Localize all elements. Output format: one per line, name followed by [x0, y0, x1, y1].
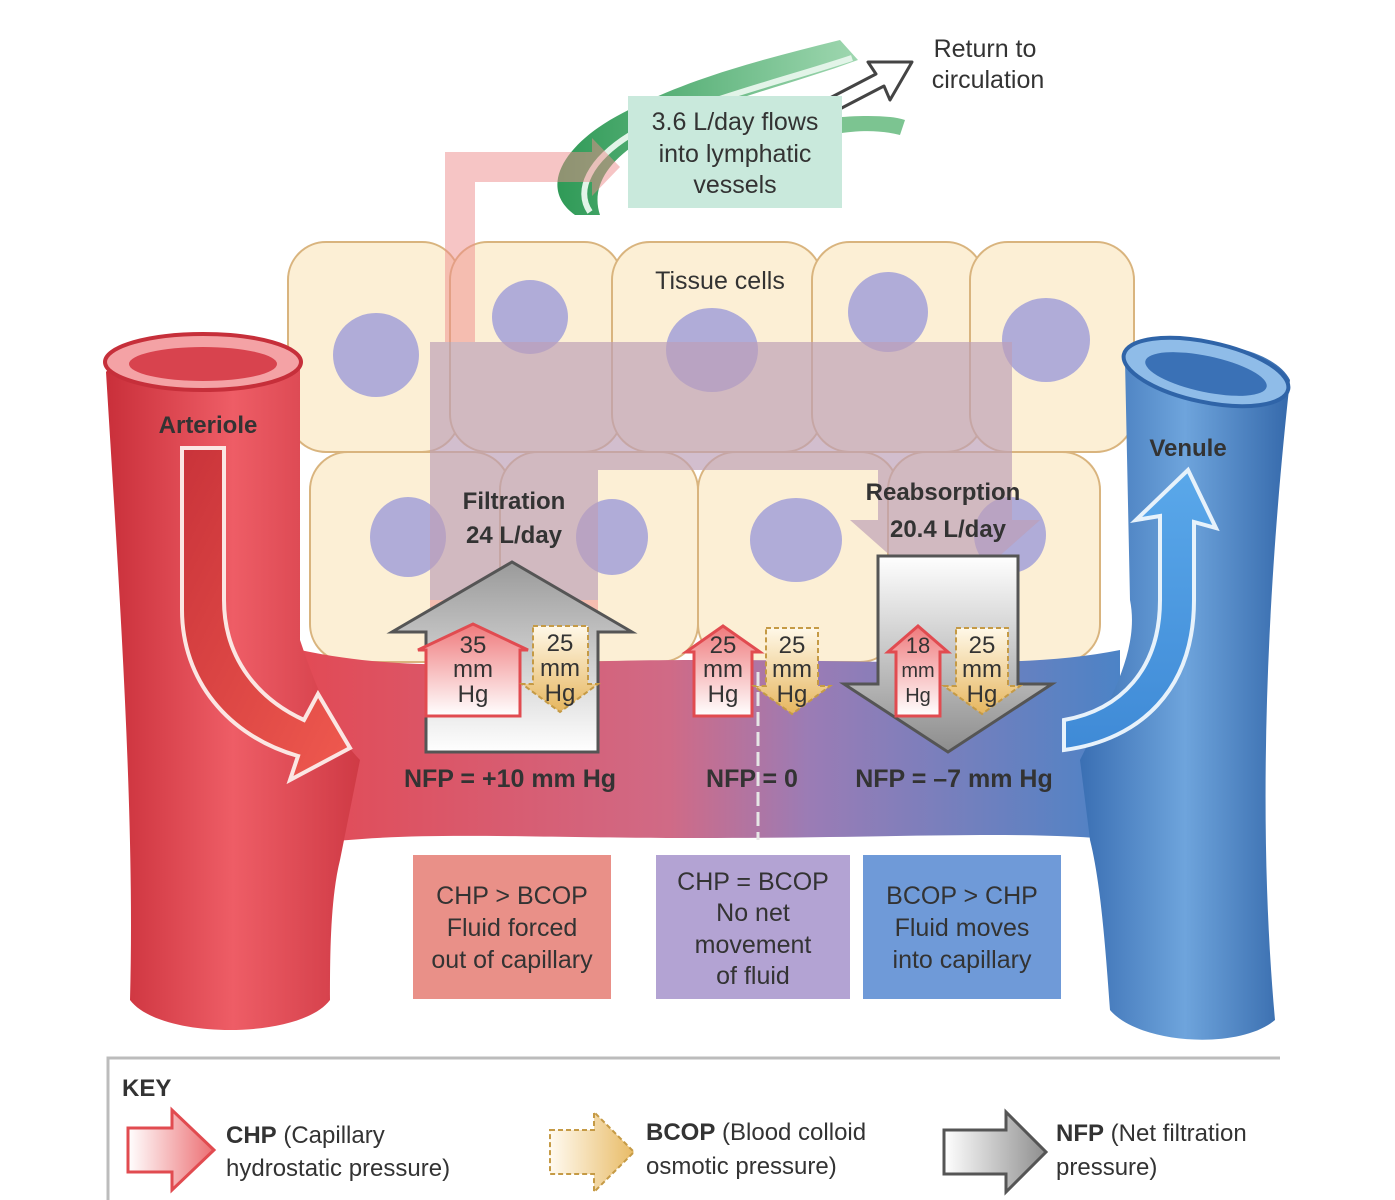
key-bcop-arrow	[549, 1109, 636, 1195]
nfp-arterial-label: NFP = +10 mm Hg	[404, 765, 616, 793]
middle-box-line-2: No net	[716, 899, 790, 927]
bcop-value-arterial: 25	[547, 630, 574, 657]
key-panel: KEY CHP (Capillary hydrostatic pressure)…	[106, 1056, 1280, 1200]
bcop-unit-mm-arterial: mm	[540, 655, 580, 682]
chp-unit-mm-venous: mm	[901, 660, 934, 682]
bcop-arrow-arterial	[518, 625, 602, 714]
bcop-value-venous: 25	[969, 632, 996, 659]
venous-box-line-3: into capillary	[893, 946, 1032, 974]
key-title: KEY	[122, 1075, 171, 1102]
bcop-value-middle: 25	[779, 632, 806, 659]
arterial-box-line-3: out of capillary	[431, 946, 593, 974]
key-bcop-line-1: BCOP (Blood colloid	[646, 1119, 866, 1146]
middle-box-line-1: CHP = BCOP	[677, 868, 829, 896]
lymph-text: 3.6 L/day flows into lymphatic vessels	[652, 108, 819, 199]
arterial-box-line-1: CHP > BCOP	[436, 882, 588, 910]
venous-summary-box	[863, 855, 1061, 999]
bcop-unit-mm-venous: mm	[962, 656, 1002, 683]
tissue-cells-label: Tissue cells	[655, 267, 785, 295]
key-chp-arrow	[126, 1106, 217, 1194]
chp-unit-mm-arterial: mm	[453, 656, 493, 683]
middle-summary-box	[656, 855, 850, 999]
arteriole-flow-arrow	[180, 446, 353, 785]
reabsorption-rate: 20.4 L/day	[890, 516, 1007, 543]
chp-unit-hg-venous: Hg	[905, 685, 931, 707]
filtration-flow	[430, 138, 1040, 750]
chp-value-arterial: 35	[460, 632, 487, 659]
arterial-summary-box	[413, 855, 611, 999]
return-line-2: circulation	[932, 66, 1045, 94]
nfp-venous-label: NFP = –7 mm Hg	[855, 765, 1053, 793]
bcop-unit-hg-arterial: Hg	[545, 680, 576, 707]
bcop-arrow-middle	[750, 627, 834, 716]
lymph-line-3: vessels	[693, 171, 776, 199]
key-chp-line-1: CHP (Capillary	[226, 1122, 385, 1149]
arterial-box-line-2: Fluid forced	[447, 914, 578, 942]
nfp-middle-label: NFP = 0	[706, 765, 798, 793]
chp-unit-mm-middle: mm	[703, 656, 743, 683]
venous-box-line-1: BCOP > CHP	[886, 882, 1038, 910]
lymph-line-1: 3.6 L/day flows	[652, 108, 819, 136]
chp-unit-hg-arterial: Hg	[458, 681, 489, 708]
chp-value-middle: 25	[710, 632, 737, 659]
middle-box-line-3: movement	[695, 931, 812, 959]
return-line-1: Return to	[934, 35, 1037, 63]
venule-flow-arrow	[1062, 466, 1220, 753]
lymph-line-2: into lymphatic	[659, 140, 812, 168]
key-nfp-line-2: pressure)	[1056, 1154, 1157, 1181]
key-bcop-line-2: osmotic pressure)	[646, 1153, 837, 1180]
chp-unit-hg-middle: Hg	[708, 681, 739, 708]
middle-box-line-4: of fluid	[716, 962, 790, 990]
venule-label: Venule	[1149, 435, 1226, 462]
arteriole-label: Arteriole	[159, 412, 258, 439]
bcop-arrow-venous	[940, 627, 1024, 716]
bcop-unit-hg-middle: Hg	[777, 681, 808, 708]
chp-value-venous: 18	[906, 633, 930, 658]
filtration-rate: 24 L/day	[466, 522, 563, 549]
filtration-title: Filtration	[463, 488, 566, 515]
bcop-unit-mm-middle: mm	[772, 656, 812, 683]
key-chp-line-2: hydrostatic pressure)	[226, 1155, 450, 1182]
chp-arrow-arterial	[417, 622, 529, 718]
chp-arrow-middle	[681, 624, 765, 718]
key-nfp-arrow	[942, 1108, 1049, 1196]
venule-vessel	[1080, 342, 1290, 1040]
reabsorption-title: Reabsorption	[866, 479, 1021, 506]
key-nfp-line-1: NFP (Net filtration	[1056, 1120, 1247, 1147]
venous-box-line-2: Fluid moves	[895, 914, 1030, 942]
return-arrow	[824, 60, 914, 114]
chp-arrow-venous	[883, 624, 953, 718]
lymph-box	[628, 96, 842, 208]
bcop-unit-hg-venous: Hg	[967, 681, 998, 708]
